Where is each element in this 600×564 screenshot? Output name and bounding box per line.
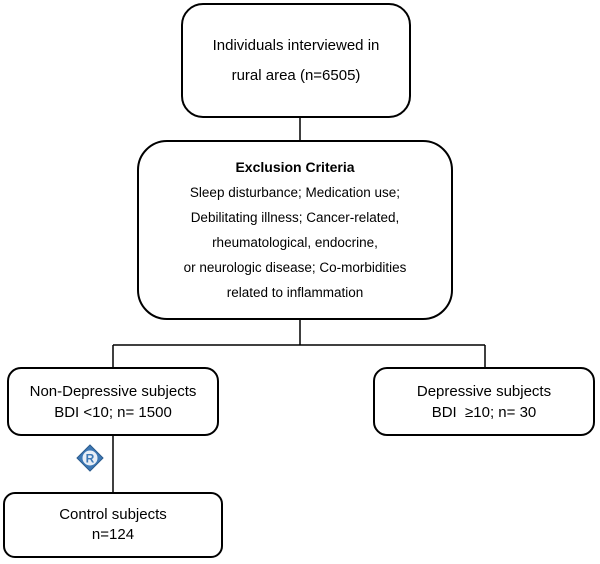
node-text-line: n=124 <box>91 526 135 543</box>
node-text-line: or neurologic disease; Co-morbidities <box>183 260 407 275</box>
node-text-line: BDI ≥10; n= 30 <box>431 403 537 421</box>
node-text-line: Depressive subjects <box>416 382 552 400</box>
node-text-line: Non-Depressive subjects <box>29 382 197 400</box>
randomization-badge-icon: R <box>76 444 104 472</box>
node-text-line: rural area (n=6505) <box>231 66 361 84</box>
node-individuals-interviewed: Individuals interviewed in rural area (n… <box>181 3 411 118</box>
node-text-line: Individuals interviewed in <box>212 36 380 54</box>
node-control-subjects: Control subjects n=124 <box>3 492 223 558</box>
node-text-line: Sleep disturbance; Medication use; <box>189 185 401 200</box>
node-text-line: Debilitating illness; Cancer-related, <box>190 210 400 225</box>
node-text-line: rheumatological, endocrine, <box>212 235 378 250</box>
node-text-line: related to inflammation <box>226 285 364 300</box>
node-text-line: BDI <10; n= 1500 <box>54 403 172 421</box>
node-title: Exclusion Criteria <box>235 159 355 175</box>
node-non-depressive-subjects: Non-Depressive subjects BDI <10; n= 1500 <box>7 367 219 436</box>
node-depressive-subjects: Depressive subjects BDI ≥10; n= 30 <box>373 367 595 436</box>
node-exclusion-criteria: Exclusion Criteria Sleep disturbance; Me… <box>137 140 453 320</box>
node-text-line: Control subjects <box>59 506 167 523</box>
badge-label: R <box>86 452 95 466</box>
